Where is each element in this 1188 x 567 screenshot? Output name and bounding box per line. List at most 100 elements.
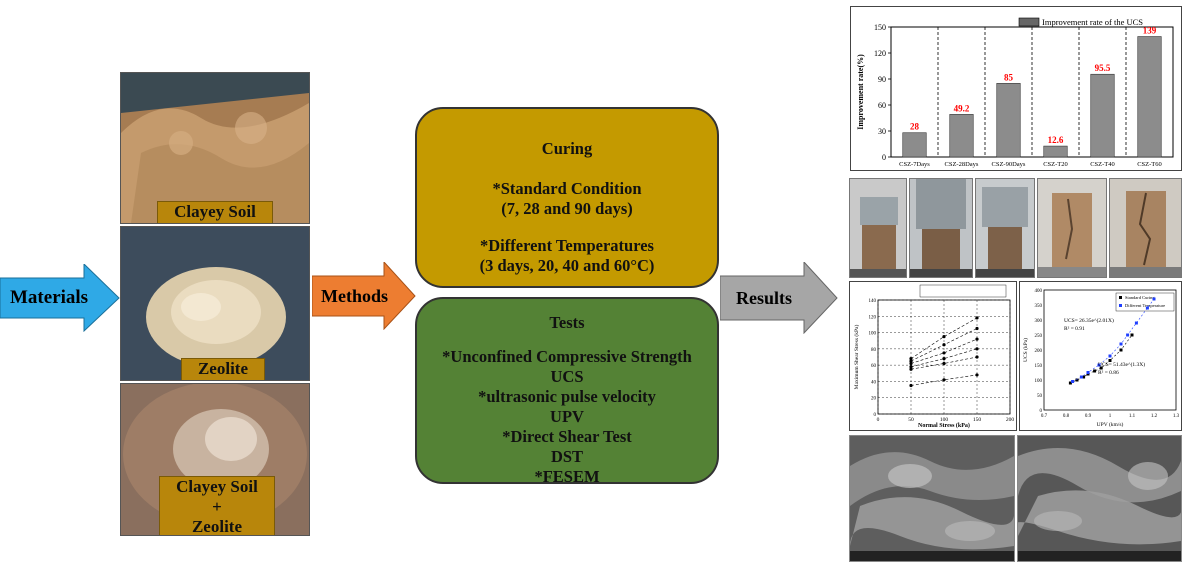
x-tick-label: 0.8	[1063, 414, 1070, 419]
data-point	[975, 316, 979, 320]
x-tick-label: 150	[973, 417, 982, 423]
y-tick-label: 0	[874, 413, 877, 418]
curing-box: Curing *Standard Condition (7, 28 and 90…	[415, 107, 719, 288]
data-point	[1108, 359, 1112, 362]
data-point	[1082, 375, 1086, 379]
sample-photo-5	[1109, 178, 1182, 278]
clayey-soil-caption: Clayey Soil	[157, 201, 273, 223]
data-point	[1068, 381, 1072, 385]
bar-chart-svg: Improvement rate of the UCS0306090120150…	[856, 17, 1174, 168]
bar-value-label: 49.2	[954, 103, 970, 113]
tests-line-1: *Unconfined Compressive Strength	[442, 347, 692, 366]
fesem-image-2	[1017, 435, 1182, 562]
bar-value-label: 85	[1004, 72, 1014, 82]
sample-3-image	[976, 179, 1034, 277]
y-tick-label: 100	[869, 332, 877, 337]
trend-line	[1070, 334, 1133, 384]
data-point	[975, 355, 979, 359]
x-tick-label: CSZ-90Days	[992, 161, 1026, 168]
fesem-1-texture	[850, 436, 1014, 561]
tests-line-2: UCS	[550, 367, 584, 386]
bar	[949, 114, 974, 158]
y-tick-label: 150	[1035, 364, 1043, 369]
x-tick-label: 0	[877, 417, 880, 423]
x-tick-label: CSZ-T40	[1090, 161, 1115, 168]
trend-line	[910, 356, 978, 370]
bar-value-label: 95.5	[1095, 63, 1111, 73]
tests-line-3: *ultrasonic pulse velocity	[478, 387, 656, 406]
x-tick-label: 1	[1109, 414, 1112, 419]
plot-frame	[1043, 289, 1177, 411]
sample-4-image	[1038, 179, 1106, 277]
data-point	[942, 351, 946, 355]
trend-line	[910, 374, 978, 386]
curing-spacer	[417, 219, 717, 236]
bar-value-label: 139	[1143, 26, 1157, 36]
legend-marker	[1119, 296, 1122, 299]
legend-swatch	[1018, 17, 1040, 27]
y-tick-label: 120	[874, 49, 886, 58]
clayey-soil-zeolite-photo: Clayey Soil + Zeolite	[120, 383, 310, 536]
curing-line-2: (7, 28 and 90 days)	[501, 199, 633, 218]
data-point	[1119, 348, 1123, 352]
legend-box	[919, 284, 1007, 298]
y-tick-label: 100	[1035, 379, 1043, 384]
materials-arrow-shape	[0, 264, 120, 332]
zeolite-caption: Zeolite	[181, 358, 265, 380]
annotation-eq-2: UCS= 51.43e^(1.3X)	[1098, 361, 1145, 368]
mixture-caption-line-3: Zeolite	[191, 517, 243, 536]
y-tick-label: 40	[871, 380, 877, 385]
tests-line-5: *Direct Shear Test	[502, 427, 632, 446]
y-tick-label: 50	[1037, 394, 1043, 399]
mixture-caption-line-2: +	[212, 497, 222, 516]
x-tick-label: 1.2	[1151, 414, 1158, 419]
legend-box	[1115, 292, 1175, 312]
legend-label: Improvement rate of the UCS	[1042, 17, 1143, 27]
y-tick-label: 250	[1035, 334, 1043, 339]
y-tick-label: 20	[871, 397, 877, 402]
curing-line-5: (3 days, 20, 40 and 60°C)	[479, 256, 655, 275]
y-tick-label: 400	[1035, 289, 1043, 294]
bar	[1090, 73, 1115, 158]
bar-value-label: 12.6	[1048, 135, 1064, 145]
data-point	[1071, 380, 1075, 383]
trend-line	[1072, 298, 1155, 382]
results-arrow-shape	[720, 262, 838, 334]
sample-5-image	[1110, 179, 1181, 277]
data-point	[942, 343, 946, 347]
materials-arrow: Materials	[0, 264, 120, 332]
y-axis-label: Maximum Shear Stress (kPa)	[853, 325, 860, 390]
results-arrow: Results	[720, 262, 838, 334]
y-tick-label: 0	[882, 153, 886, 162]
data-point	[1119, 342, 1123, 346]
data-point	[942, 357, 946, 361]
data-point	[975, 326, 979, 331]
tests-line-6: DST	[550, 447, 584, 466]
data-point	[1099, 366, 1103, 370]
methods-arrow-shape	[312, 262, 416, 330]
data-point	[909, 361, 913, 366]
data-point	[942, 361, 946, 366]
y-tick-label: 0	[1040, 409, 1043, 414]
data-point	[1126, 333, 1130, 337]
methods-arrow: Methods	[312, 262, 416, 330]
y-tick-label: 90	[878, 75, 886, 84]
data-point	[1145, 306, 1149, 310]
zeolite-photo: Zeolite	[120, 226, 310, 381]
sample-photo-2	[909, 178, 973, 278]
data-point	[909, 359, 913, 363]
annotation-r2-2: R² = 0.86	[1098, 370, 1119, 376]
data-point	[942, 378, 946, 382]
trend-line	[910, 348, 978, 368]
bar-value-label: 28	[910, 122, 920, 132]
curing-line-4: *Different Temperatures	[480, 236, 654, 255]
annotation-r2-1: R² = 0.91	[1064, 326, 1085, 332]
data-point	[1075, 378, 1079, 382]
data-point	[909, 365, 913, 369]
data-point	[909, 383, 913, 388]
methods-label: Methods	[321, 285, 388, 306]
y-tick-label: 150	[874, 23, 886, 32]
fesem-2-texture	[1018, 436, 1181, 561]
